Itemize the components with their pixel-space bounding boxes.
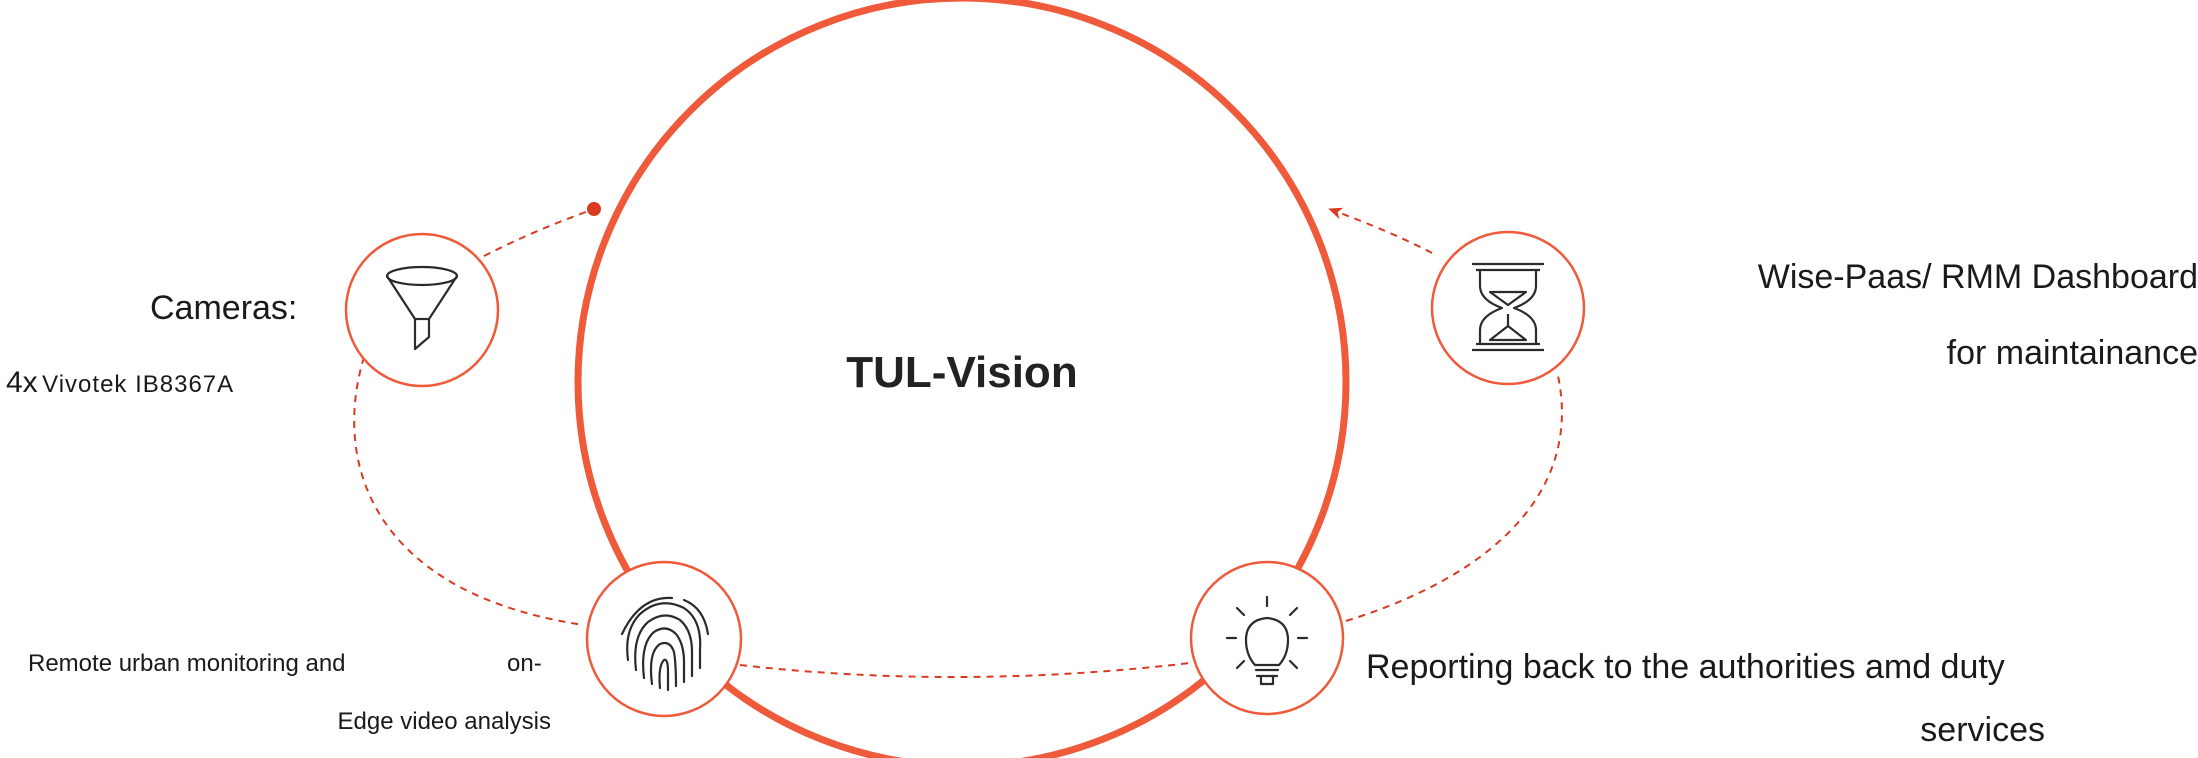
fingerprint-icon: [620, 596, 710, 692]
monitoring-label: Remote urban monitoring and: [28, 650, 346, 677]
node-cameras: [344, 232, 500, 388]
dashboard-label-line2: for maintainance: [1946, 334, 2198, 372]
cameras-label: Cameras:: [150, 289, 298, 327]
node-reporting: [1189, 560, 1345, 716]
node-monitoring: [585, 560, 743, 718]
diagram-title: TUL-Vision: [846, 348, 1078, 397]
lightbulb-icon: [1225, 595, 1309, 686]
reporting-label-line2: services: [1920, 711, 2045, 749]
cameras-count: 4x: [6, 366, 38, 399]
connector-cameras-to-monitoring: [353, 356, 585, 626]
cameras-model-label: 4x Vivotek IB8367A: [6, 366, 234, 400]
node-dashboard: [1430, 230, 1586, 386]
hourglass-icon: [1472, 262, 1544, 352]
funnel-icon: [385, 265, 459, 351]
cameras-model: Vivotek IB8367A: [42, 371, 235, 398]
connector-reporting-to-dashboard: [1345, 375, 1563, 622]
connector-dot: [587, 202, 601, 216]
connector-monitoring-to-reporting: [739, 662, 1191, 678]
monitoring-label-line2: Edge video analysis: [337, 708, 551, 735]
monitoring-label-tail: on-: [507, 650, 542, 677]
connector-dashboard-to-ring: [1328, 207, 1433, 254]
main-ring: [574, 0, 1350, 758]
connector-cameras-to-ring: [483, 208, 595, 257]
dashboard-label: Wise-Paas/ RMM Dashboard: [1757, 258, 2198, 296]
reporting-label: Reporting back to the authorities amd du…: [1366, 648, 2005, 686]
